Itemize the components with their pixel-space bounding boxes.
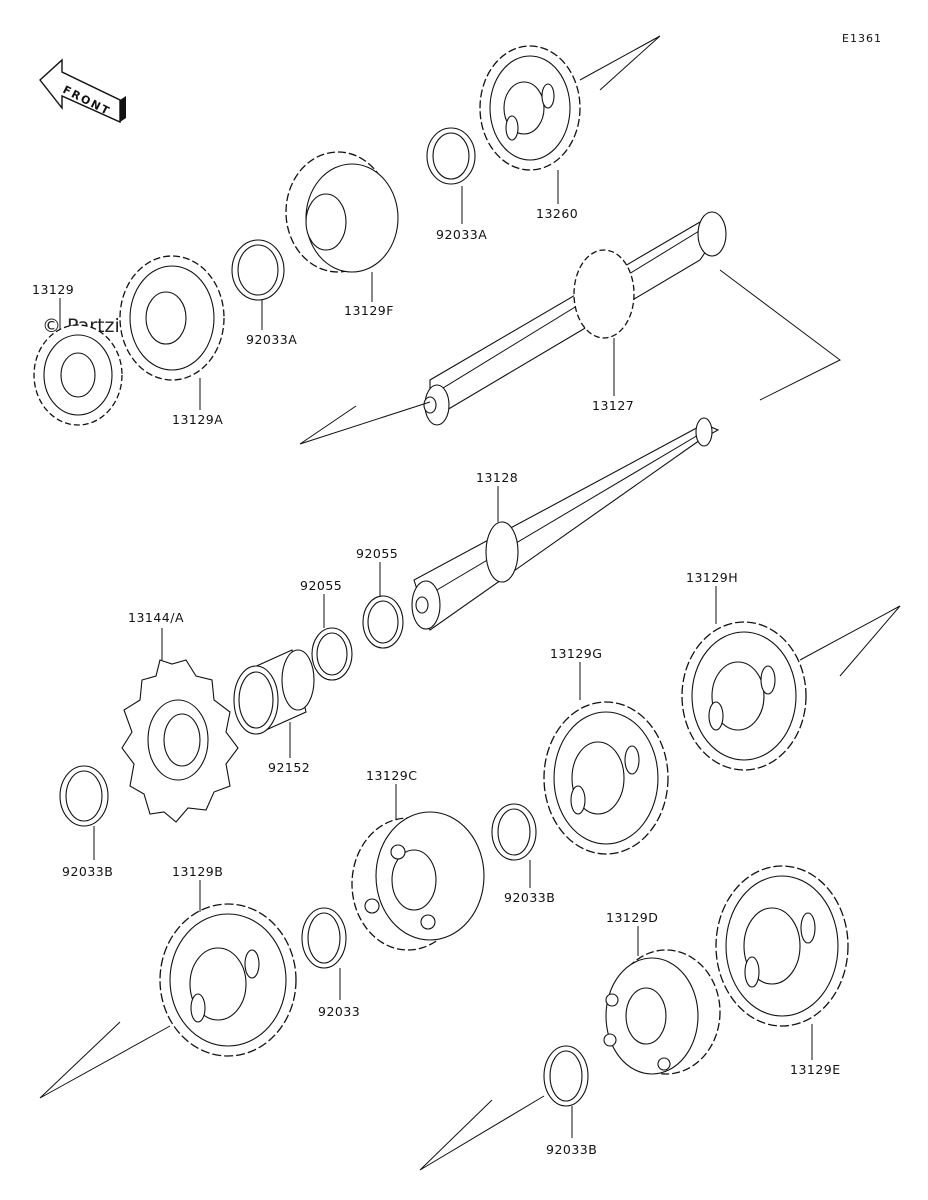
label-13127: 13127 <box>592 398 634 413</box>
label-92033: 92033 <box>318 1004 360 1019</box>
axis-arrow-right <box>799 605 901 677</box>
diagram-reference-code: E1361 <box>842 32 882 45</box>
label-13260: 13260 <box>536 206 578 221</box>
gear-13129G <box>543 701 669 855</box>
gear-13129B <box>159 903 297 1057</box>
gear-13129C <box>351 811 485 951</box>
label-13129E: 13129E <box>790 1062 841 1077</box>
circlip-92033B-bottom <box>543 1045 589 1107</box>
circlip-92033B-middle <box>491 803 537 861</box>
gear-13129 <box>33 324 123 426</box>
label-92033B-left: 92033B <box>62 864 113 879</box>
circlip-92033B-left <box>59 765 109 827</box>
label-13129: 13129 <box>32 282 74 297</box>
gear-13129F <box>285 151 399 273</box>
front-arrow-icon: FRONT <box>39 58 126 124</box>
label-13129C: 13129C <box>366 768 418 783</box>
label-13129F: 13129F <box>344 303 394 318</box>
label-92152: 92152 <box>268 760 310 775</box>
circlip-92055-left <box>311 627 353 681</box>
label-13129B: 13129B <box>172 864 223 879</box>
circlip-92033A-right <box>426 127 476 185</box>
label-13129A: 13129A <box>172 412 223 427</box>
axis-arrow-bottom-left <box>39 1021 171 1099</box>
label-13128: 13128 <box>476 470 518 485</box>
shaft-13127 <box>423 211 727 426</box>
label-13129G: 13129G <box>550 646 602 661</box>
sprocket-13144A <box>121 659 239 823</box>
gear-13129A <box>119 255 225 381</box>
axis-arrow-top <box>579 35 661 91</box>
label-92055-left: 92055 <box>300 578 342 593</box>
gear-13260 <box>479 45 581 171</box>
label-92033B-bottom: 92033B <box>546 1142 597 1157</box>
axis-arrow-bottom <box>419 1095 545 1171</box>
shaft-13128 <box>411 417 720 631</box>
label-92033A-left: 92033A <box>246 332 297 347</box>
label-13144A: 13144/A <box>128 610 184 625</box>
label-92033B-middle: 92033B <box>504 890 555 905</box>
label-13129D: 13129D <box>606 910 658 925</box>
label-13129H: 13129H <box>686 570 738 585</box>
axis-line-upper-right <box>719 269 841 401</box>
circlip-92033 <box>301 907 347 969</box>
bushing-92152 <box>233 649 315 735</box>
circlip-92033A-left <box>231 239 285 301</box>
axis-line-upper-left <box>299 401 431 445</box>
label-92055-right: 92055 <box>356 546 398 561</box>
gear-13129H <box>681 621 807 771</box>
circlip-92055-right <box>362 595 404 649</box>
gear-13129D <box>603 949 721 1075</box>
label-92033A-right: 92033A <box>436 227 487 242</box>
gear-13129E <box>715 865 849 1027</box>
